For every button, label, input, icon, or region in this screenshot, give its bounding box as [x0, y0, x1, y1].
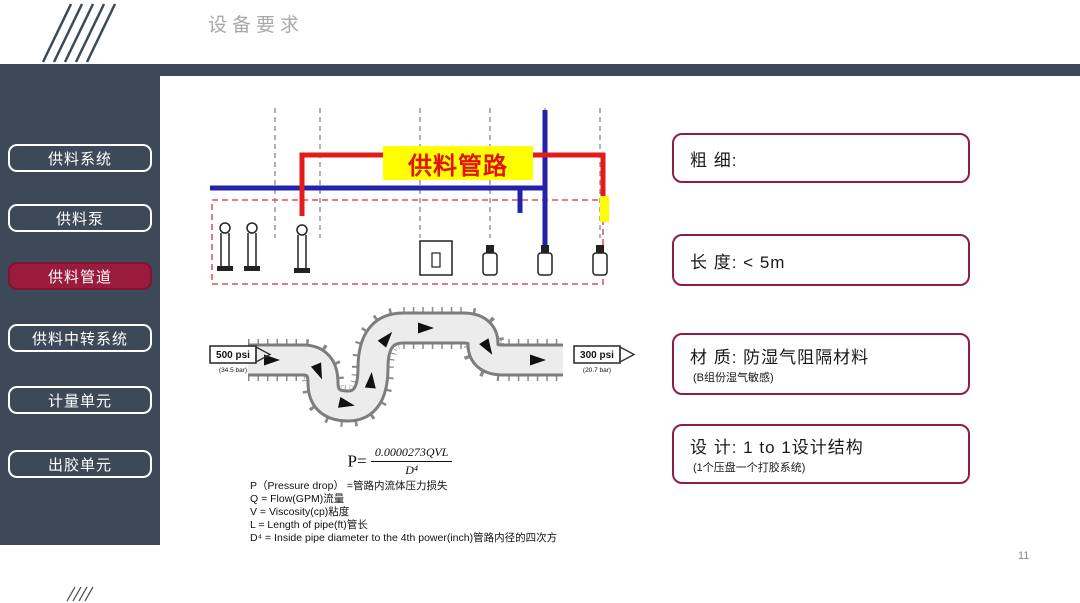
definition-line: L = Length of pipe(ft)管长	[250, 519, 368, 531]
blue-pipe	[210, 110, 548, 248]
corner-slashes-icon	[41, 3, 117, 63]
spec-title: 设 计: 1 to 1设计结构	[690, 438, 864, 457]
svg-text:(20.7 bar): (20.7 bar)	[583, 367, 611, 374]
spec-title: 材 质: 防湿气阻隔材料	[690, 348, 870, 367]
definition-line: D⁴ = Inside pipe diameter to the 4th pow…	[250, 532, 558, 544]
formula-definitions: P（Pressure drop） =管路内流体压力损失 Q = Flow(GPM…	[250, 480, 650, 545]
spec-subtitle: (1个压盘一个打胶系统)	[693, 462, 806, 474]
sidebar-item-transfer-system[interactable]: 供料中转系统	[8, 324, 152, 352]
definition-line: V = Viscosity(cp)粘度	[250, 506, 350, 518]
formula-lhs: P=	[347, 451, 367, 471]
snake-pipe-drawing: 500 psi (34.5 bar) 300 psi (20.7 bar)	[209, 307, 636, 428]
spec-box-diameter: 粗 细:	[672, 133, 970, 183]
dashed-zone-outline	[211, 199, 604, 285]
definition-line: P（Pressure drop） =管路内流体压力损失	[250, 480, 448, 492]
sidebar-item-supply-system[interactable]: 供料系统	[8, 144, 152, 172]
page-number: 11	[1018, 550, 1030, 562]
pipe-highlight-label: 供料管路	[383, 146, 533, 180]
definition-line: Q = Flow(GPM)流量	[250, 493, 345, 505]
formula-denominator: D⁴	[405, 463, 419, 477]
spec-box-material: 材 质: 防湿气阻隔材料 (B组份湿气敏感)	[672, 333, 970, 395]
inlet-pressure-label: 500 psi (34.5 bar)	[209, 345, 272, 374]
sidebar-item-metering-unit[interactable]: 计量单元	[8, 386, 152, 414]
sidebar-item-dispensing-unit[interactable]: 出胶单元	[8, 450, 152, 478]
spec-title: 粗 细:	[690, 150, 738, 170]
formula-fraction: 0.0000273QVL D⁴	[370, 445, 453, 478]
pressure-drop-diagram: 500 psi (34.5 bar) 300 psi (20.7 bar)	[208, 298, 638, 443]
sidebar-item-supply-pipeline[interactable]: 供料管道	[8, 262, 152, 290]
footer-slashes-icon	[66, 586, 94, 602]
svg-text:300 psi: 300 psi	[580, 350, 614, 361]
page-title: 设备要求	[208, 15, 305, 36]
svg-text:(34.5 bar): (34.5 bar)	[219, 367, 247, 374]
spec-box-length: 长 度: < 5m	[672, 234, 970, 286]
pump-symbols	[216, 222, 608, 276]
pressure-formula: P= 0.0000273QVL D⁴	[300, 445, 500, 478]
sidebar-item-supply-pump[interactable]: 供料泵	[8, 204, 152, 232]
top-bar	[0, 64, 1080, 76]
piping-system-diagram: 供料管路	[205, 108, 650, 288]
spec-subtitle: (B组份湿气敏感)	[693, 372, 774, 384]
spec-title: 长 度: < 5m	[690, 252, 786, 272]
svg-text:500 psi: 500 psi	[216, 350, 250, 361]
spec-box-design: 设 计: 1 to 1设计结构 (1个压盘一个打胶系统)	[672, 424, 970, 484]
outlet-pressure-label: 300 psi (20.7 bar)	[573, 345, 636, 374]
formula-numerator: 0.0000273QVL	[370, 445, 453, 462]
sidebar	[0, 76, 160, 545]
highlight-fragment	[600, 196, 609, 222]
piping-schematic-drawing	[210, 108, 609, 285]
